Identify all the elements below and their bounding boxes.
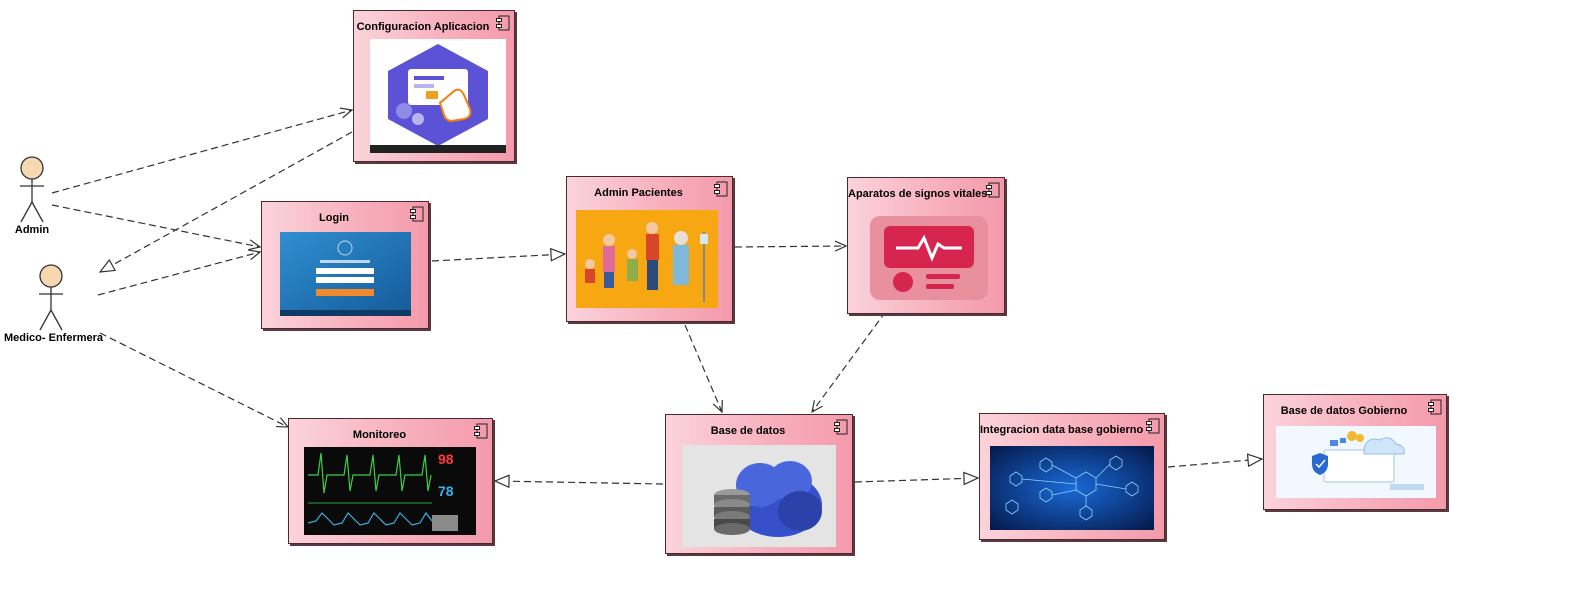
edge-integracion-gobierno <box>1167 459 1262 468</box>
login-screen-image <box>280 232 411 316</box>
component-configuracion-aplicacion[interactable]: Configuracion Aplicacion <box>353 10 515 162</box>
component-title: Integracion data base gobierno <box>980 424 1144 436</box>
component-title: Aparatos de signos vitales <box>848 188 988 200</box>
actor-figure-icon <box>20 156 44 223</box>
edge-admin-login <box>51 204 260 247</box>
actor-figure-icon <box>39 264 63 331</box>
edge-pacientes-aparatos <box>734 246 846 247</box>
component-integracion-data-base-gobierno[interactable]: Integracion data base gobierno <box>979 413 1165 540</box>
monitor-screen-image: 98 78 <box>304 447 476 535</box>
component-icon <box>1146 418 1160 434</box>
config-app-image <box>370 39 506 153</box>
edge-pacientes-base <box>684 324 722 412</box>
actor-admin-label: Admin <box>14 224 50 236</box>
component-base-de-datos[interactable]: Base de datos <box>665 414 853 554</box>
component-icon <box>496 15 510 31</box>
cloud-database-image <box>682 445 836 547</box>
monitor-value-blue: 78 <box>438 483 454 499</box>
actor-medico-label: Medico- Enfermera <box>4 332 104 344</box>
component-aparatos-signos-vitales[interactable]: Aparatos de signos vitales <box>847 177 1005 314</box>
component-icon <box>474 423 488 439</box>
gov-database-image <box>1276 426 1436 498</box>
component-login[interactable]: Login <box>261 201 429 329</box>
actor-medico-enfermera[interactable]: Medico- Enfermera <box>4 264 104 344</box>
integration-network-image <box>990 446 1154 530</box>
edge-admin-config <box>51 110 352 194</box>
component-monitoreo[interactable]: Monitoreo 98 78 <box>288 418 493 544</box>
component-title: Base de datos Gobierno <box>1280 405 1408 417</box>
edge-medico-monitoreo <box>99 332 288 427</box>
edge-base-integracion <box>854 478 978 482</box>
edge-login-pacientes <box>431 254 565 261</box>
component-title: Admin Pacientes <box>594 187 683 199</box>
patients-family-image <box>576 210 718 308</box>
component-admin-pacientes[interactable]: Admin Pacientes <box>566 176 733 322</box>
edge-base-monitoreo <box>495 481 664 484</box>
edge-medico-login <box>97 252 260 296</box>
component-icon <box>834 419 848 435</box>
component-icon <box>410 206 424 222</box>
component-title: Login <box>319 212 349 224</box>
component-icon <box>1428 399 1442 415</box>
component-title: Configuracion Aplicacion <box>356 21 490 33</box>
edge-aparatos-base <box>812 302 893 412</box>
component-title: Base de datos <box>710 425 786 437</box>
monitor-value-red: 98 <box>438 451 454 467</box>
component-base-de-datos-gobierno[interactable]: Base de datos Gobierno <box>1263 394 1447 510</box>
actor-admin[interactable]: Admin <box>10 156 54 236</box>
vital-signs-device-image <box>870 216 988 300</box>
component-icon <box>986 182 1000 198</box>
component-title: Monitoreo <box>352 429 407 441</box>
component-icon <box>714 181 728 197</box>
